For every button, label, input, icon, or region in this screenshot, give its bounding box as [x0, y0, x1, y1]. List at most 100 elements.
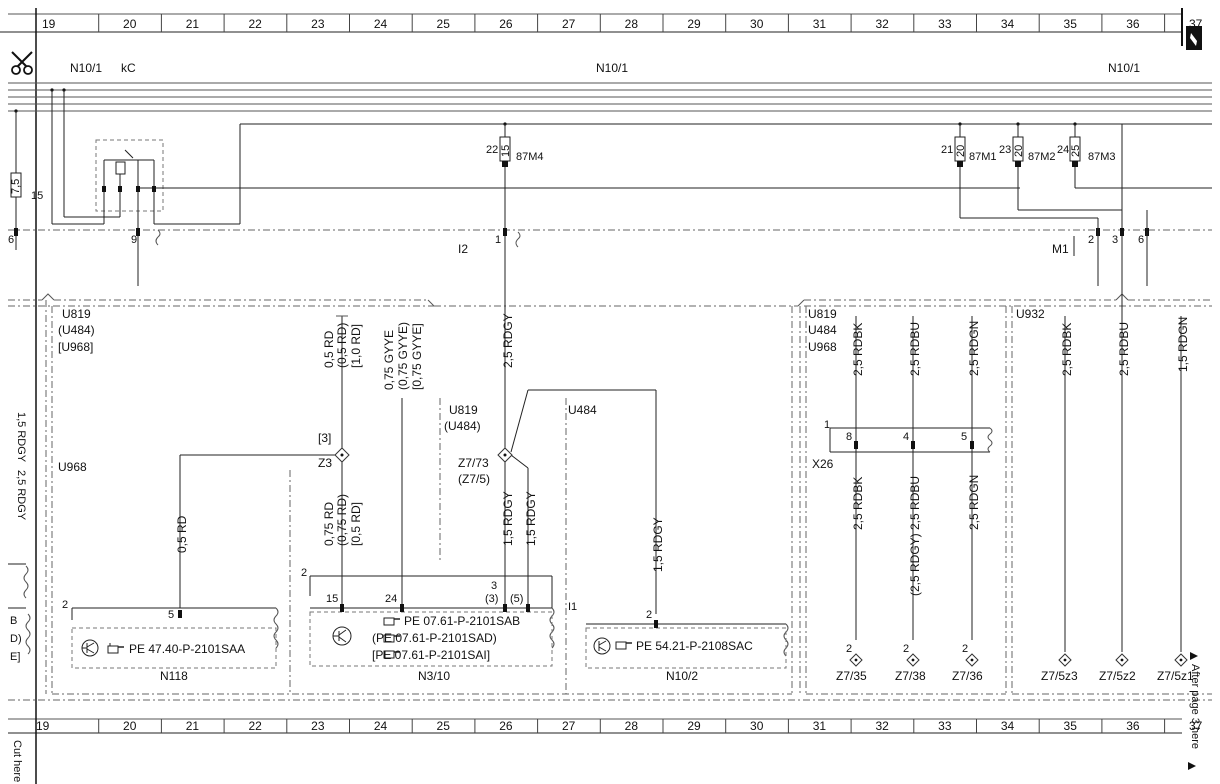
connector-row: 6 9 1 I2 M1 2 3 6: [8, 210, 1149, 286]
n118-pin-2: 2: [62, 599, 68, 611]
fuse-22-num: 22: [486, 144, 498, 156]
splice-z3: [3] Z3: [318, 431, 350, 470]
transistor-icon: [81, 639, 99, 657]
variant-u932: U932: [1016, 307, 1045, 321]
fuse-23: 20 23 87M2: [999, 122, 1122, 211]
wire-w3: 2,5 RDGY: [501, 313, 515, 368]
ruler-number: 20: [123, 719, 137, 733]
n3-10-pin-3b: (3): [485, 593, 498, 605]
ruler-number: 21: [186, 17, 200, 31]
pointing-hand-icon: [383, 634, 400, 643]
wire-w11: 2,5 RDGN: [967, 321, 981, 376]
section-separator: [8, 293, 1212, 307]
n3-10-ref1: PE 07.61-P-2101SAB: [404, 614, 520, 628]
x26-pin-1: 1: [824, 419, 830, 431]
ruler-number: 33: [938, 719, 952, 733]
ruler-number: 32: [875, 719, 889, 733]
ruler-number: 36: [1126, 719, 1140, 733]
n10-2-name: N10/2: [666, 669, 698, 683]
wire-w5b: (0,75 RD): [335, 494, 349, 546]
ruler-number: 23: [311, 17, 325, 31]
ruler-number: 22: [248, 17, 262, 31]
ground-icon: [1058, 653, 1072, 667]
transistor-icon: [593, 637, 611, 655]
ground-icon: [965, 653, 979, 667]
z3-bracket-label: [3]: [318, 431, 331, 445]
ruler-number: 30: [750, 719, 764, 733]
wire-w1a: 0,5 RD: [322, 330, 336, 368]
component-n10-2: I1 2 PE 54.21-P-2108SAC N10/2: [568, 601, 789, 683]
wire-w12: 2,5 RDBK: [1060, 323, 1074, 376]
wire-w4: 0,5 RD: [175, 515, 189, 553]
variant-left-2: (U484): [58, 323, 95, 337]
variant-right-3: U968: [808, 340, 837, 354]
ruler-number: 26: [499, 719, 513, 733]
ground-z7-36: Z7/36: [952, 669, 983, 683]
ruler-number: 25: [437, 719, 451, 733]
connector-x26: 1 8 4 5 X26: [812, 419, 993, 471]
ground-pin-2: 2: [962, 643, 968, 655]
ruler-number: 25: [437, 17, 451, 31]
fuse-22-rating: 15: [500, 145, 512, 157]
ruler-number: 28: [625, 719, 639, 733]
variant-u484: U484: [568, 403, 597, 417]
ruler-number: 34: [1001, 719, 1015, 733]
ruler-number: 24: [374, 17, 388, 31]
variant-right-1: U819: [808, 307, 837, 321]
ruler-number: 20: [123, 17, 137, 31]
left-fragment-d: D): [10, 633, 22, 645]
z7-73-label: Z7/73: [458, 456, 489, 470]
ruler-number: 28: [625, 17, 639, 31]
n3-10-pin-24: 24: [385, 593, 397, 605]
ruler-number: 21: [186, 719, 200, 733]
fuse-21-num: 21: [941, 144, 953, 156]
n3-10-ref3: [PE 07.61-P-2101SAI]: [372, 648, 490, 662]
pointing-hand-icon: [615, 641, 632, 650]
ground-z7-35: Z7/35: [836, 669, 867, 683]
fuse-22-label: 87M4: [516, 151, 544, 163]
ground-z7-5z2: Z7/5z2: [1099, 669, 1136, 683]
ruler-number: 33: [938, 17, 952, 31]
fuse-15-rating: 7,5: [10, 179, 22, 194]
fuse-24-label: 87M3: [1088, 151, 1116, 163]
kc-label: kC: [121, 61, 136, 75]
pin-6-label: 6: [8, 234, 14, 246]
after-page-marker: After page 3 here: [1188, 652, 1201, 770]
pointing-hand-icon: [383, 650, 400, 659]
left-fragment-2: 2,5 RDGY: [15, 470, 27, 521]
wire-w8: 1,5 RDGY: [651, 517, 665, 572]
page-corner-icon: [1186, 26, 1202, 50]
ground-z7-38: Z7/38: [895, 669, 926, 683]
relay-kc: [51, 90, 1100, 232]
ground-icon: [1115, 653, 1129, 667]
variant-right-2: U484: [808, 323, 837, 337]
ruler-number: 31: [813, 719, 827, 733]
ruler-number: 19: [36, 719, 50, 733]
n3-10-pin-15: 15: [326, 593, 338, 605]
wire-w2b: (0,75 GYYE): [396, 322, 410, 390]
region-frames: [8, 300, 1212, 701]
cut-here-label: Cut here: [11, 740, 23, 782]
left-fragment-b: B: [10, 615, 17, 627]
variant-u968: U968: [58, 460, 87, 474]
wire-w9: 2,5 RDBK: [851, 323, 865, 376]
m1-pin-3: 3: [1112, 234, 1118, 246]
ruler-number: 30: [750, 17, 764, 31]
wire-w17: 2,5 RDGN: [967, 475, 981, 530]
fuse-23-label: 87M2: [1028, 151, 1056, 163]
pointing-hand-icon: [383, 617, 400, 626]
ruler-number: 24: [374, 719, 388, 733]
wire-w1c: [1,0 RD]: [349, 324, 363, 368]
left-edge-fragments: 1,5 RDGY 2,5 RDGY B D) E] Cut here: [8, 412, 31, 782]
n10-1-right-label: N10/1: [1108, 61, 1140, 75]
n3-10-pin-2: 2: [301, 567, 307, 579]
wire-w14: 1,5 RDGN: [1176, 317, 1190, 372]
wire-labels: 0,5 RD (0,5 RD) [1,0 RD] 0,75 GYYE (0,75…: [175, 313, 1190, 596]
n118-pin-5: 5: [168, 609, 174, 621]
ruler-number: 26: [499, 17, 513, 31]
variant-left-1: U819: [62, 307, 91, 321]
i2-label: I2: [458, 242, 468, 256]
ruler-number: 27: [562, 17, 576, 31]
